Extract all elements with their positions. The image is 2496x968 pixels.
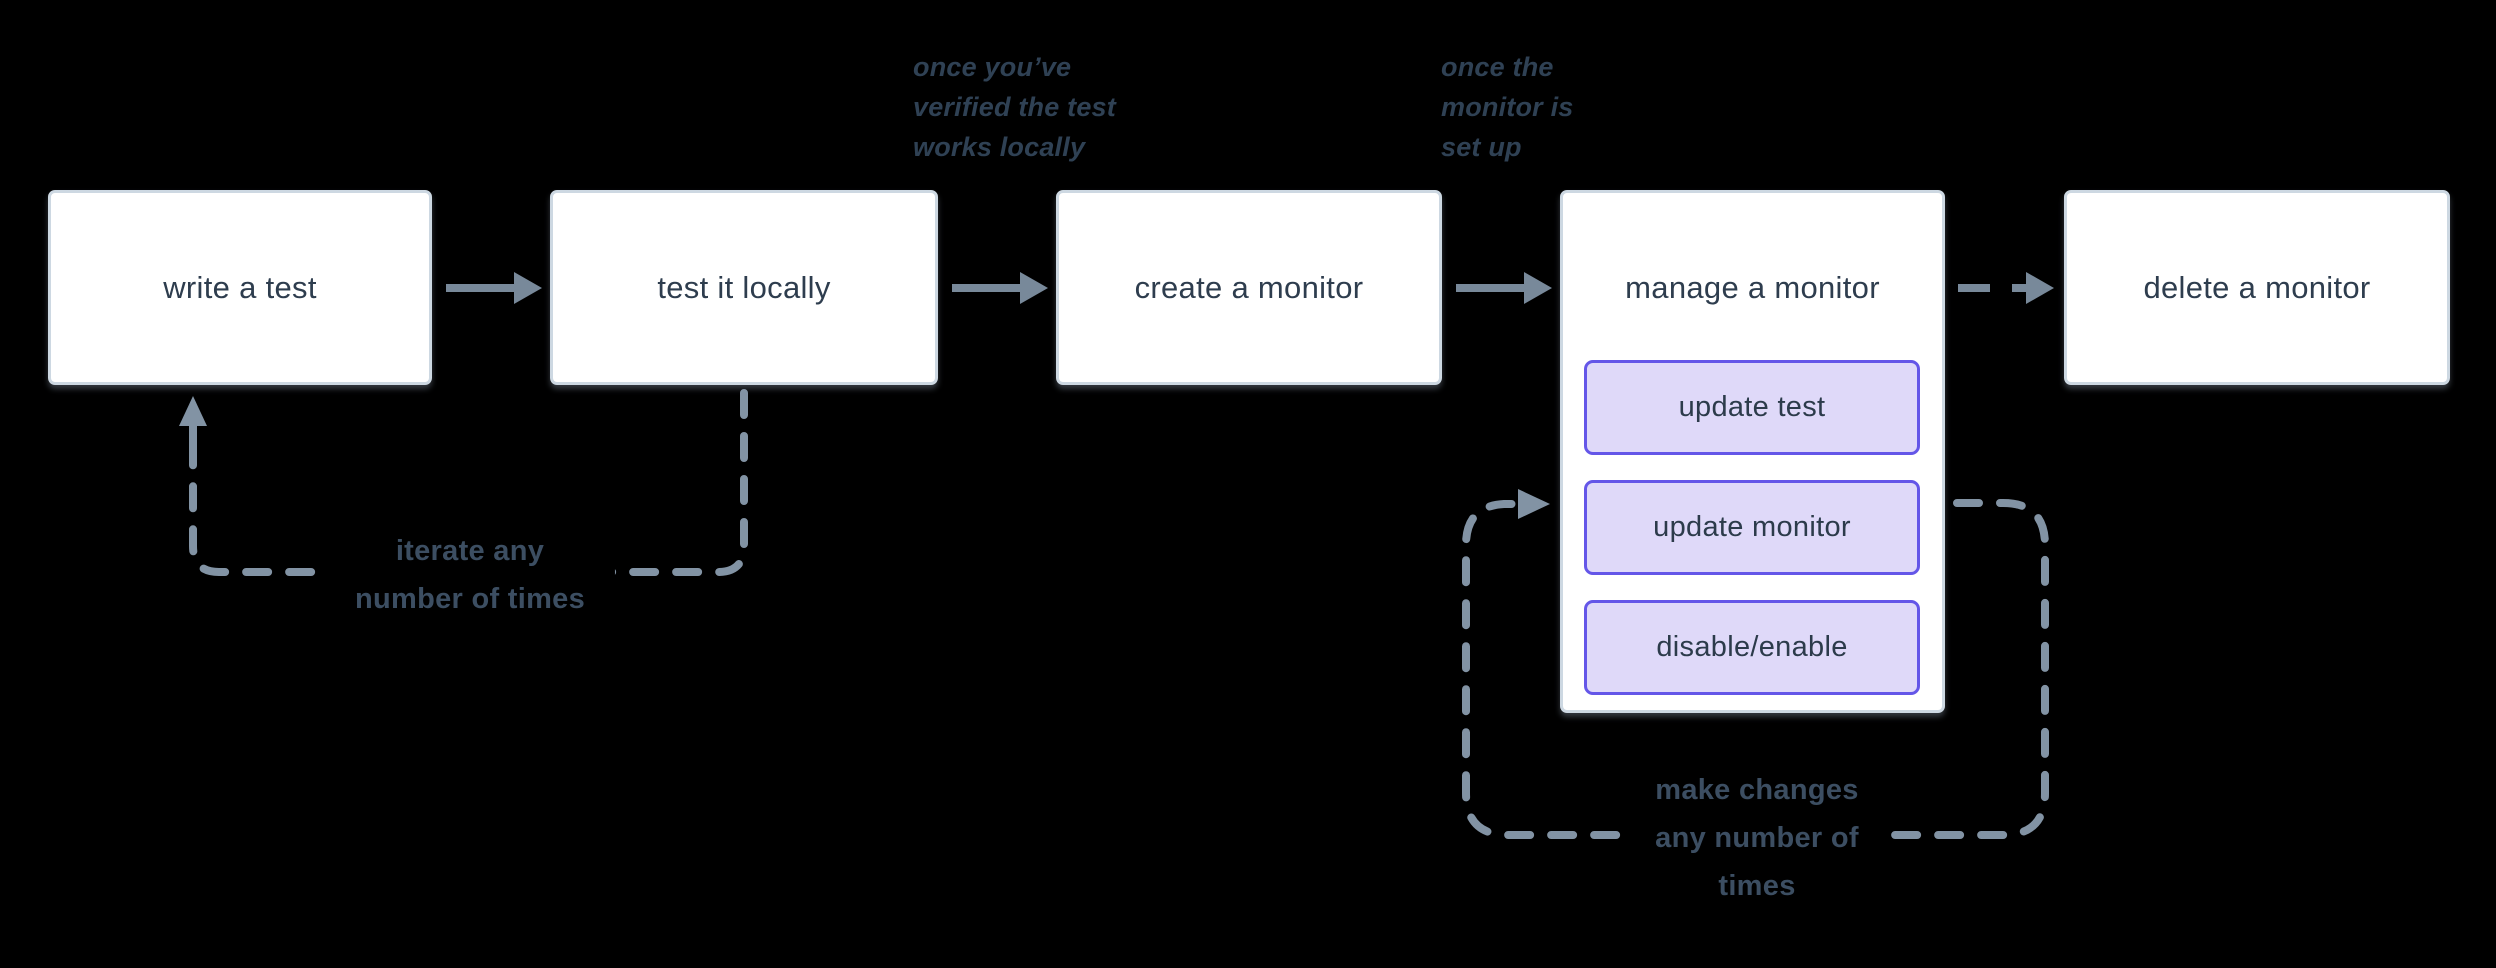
loop-label-line: times [1718, 870, 1796, 902]
step-create-a-monitor: create a monitor [1056, 190, 1442, 385]
loop-label-line: make changes [1655, 774, 1859, 806]
action-chip-update-monitor: update monitor [1584, 480, 1920, 575]
step-manage-a-monitor: manage a monitor update test update moni… [1560, 190, 1945, 713]
arrow-write-to-test [446, 272, 542, 304]
annotation-line: once you’ve [913, 52, 1072, 82]
step-label: write a test [163, 269, 317, 305]
loop-label-make-changes: make changes any number of times [1625, 766, 1889, 910]
step-label: test it locally [657, 269, 831, 305]
action-chip-disable-enable: disable/enable [1584, 600, 1920, 695]
step-test-it-locally: test it locally [550, 190, 938, 385]
step-write-a-test: write a test [48, 190, 432, 385]
action-label: update test [1678, 391, 1826, 423]
loop-make-changes-path [1462, 489, 2049, 839]
step-delete-a-monitor: delete a monitor [2064, 190, 2450, 385]
arrow-manage-to-delete-dashed [1958, 272, 2054, 304]
annotation-line: monitor is [1441, 92, 1574, 122]
annotation-line: verified the test [913, 92, 1116, 122]
annotation-line: set up [1441, 132, 1522, 162]
annotation-line: works locally [913, 132, 1086, 162]
annotation-once-verified: once you’ve verified the test works loca… [913, 47, 1116, 167]
step-label: manage a monitor [1625, 270, 1880, 305]
step-label: create a monitor [1134, 269, 1364, 305]
loop-label-line: number of times [354, 583, 586, 615]
action-label: disable/enable [1656, 631, 1848, 663]
action-chip-update-test: update test [1584, 360, 1920, 455]
annotation-once-setup: once the monitor is set up [1441, 47, 1574, 167]
loop-label-iterate: iterate any number of times [324, 527, 616, 623]
loop-label-line: iterate any [395, 535, 545, 567]
annotation-line: once the [1441, 52, 1554, 82]
step-label: delete a monitor [2143, 269, 2371, 305]
loop-label-line: any number of [1655, 822, 1859, 854]
action-label: update monitor [1653, 511, 1851, 543]
arrow-test-to-create [952, 272, 1048, 304]
arrow-create-to-manage [1456, 272, 1552, 304]
